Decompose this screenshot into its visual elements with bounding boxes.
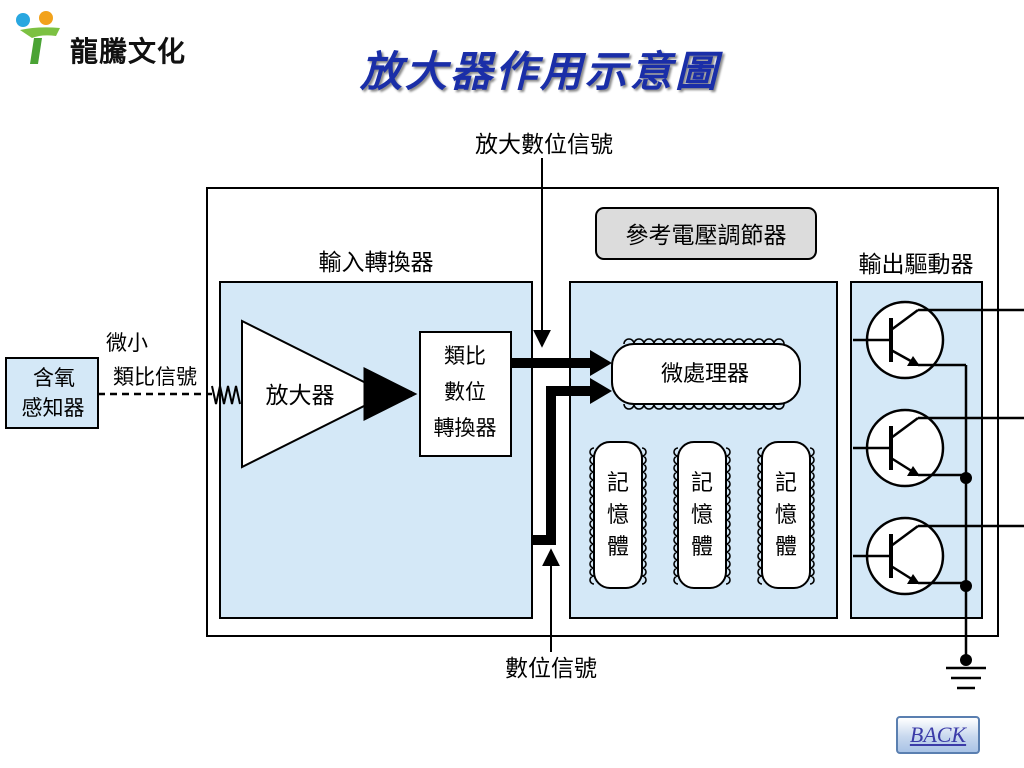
svg-text:憶: 憶 — [775, 503, 797, 528]
svg-text:憶: 憶 — [691, 503, 713, 528]
svg-text:體: 體 — [691, 535, 713, 560]
sensor-label-2: 感知器 — [22, 396, 85, 420]
sensor-label-1: 含氧 — [33, 366, 75, 390]
svg-text:體: 體 — [607, 535, 629, 560]
back-button[interactable]: BACK — [896, 716, 980, 754]
signal-squiggle — [211, 385, 241, 405]
memory-chip: 記 憶 體 — [673, 441, 731, 589]
input-converter-label: 輸入轉換器 — [319, 250, 434, 276]
small-signal-label-2: 類比信號 — [113, 365, 197, 389]
microprocessor-box — [611, 343, 801, 405]
svg-text:體: 體 — [775, 535, 797, 560]
logo-icon — [16, 11, 60, 64]
digital-bus-arrowhead — [590, 378, 612, 404]
adc-label-2: 數位 — [444, 380, 486, 404]
svg-text:記: 記 — [607, 471, 629, 496]
svg-text:記: 記 — [691, 471, 713, 496]
memory-chip: 記 憶 體 — [589, 441, 647, 589]
junction-dot — [960, 654, 972, 666]
output-driver-label: 輸出驅動器 — [859, 252, 974, 278]
junction-dot — [960, 472, 972, 484]
microprocessor-label: 微處理器 — [661, 362, 749, 387]
amplifier-label: 放大器 — [266, 383, 335, 409]
page-title: 放大器作用示意圖 — [359, 47, 720, 96]
voltage-regulator-label: 參考電壓調節器 — [626, 223, 787, 249]
ground-symbol — [946, 666, 986, 690]
brand-name: 龍騰文化 — [70, 35, 187, 68]
small-signal-label-1: 微小 — [106, 331, 148, 355]
transistor — [853, 300, 1024, 380]
amplifier-triangle — [241, 319, 391, 469]
transistor — [853, 516, 1024, 596]
top-signal-label: 放大數位信號 — [475, 132, 613, 158]
junction-dot — [960, 580, 972, 592]
back-button-label[interactable]: BACK — [909, 722, 967, 747]
adc-label-3: 轉換器 — [434, 416, 497, 440]
transistor — [853, 408, 1024, 488]
memory-chip: 記 憶 體 — [757, 441, 815, 589]
svg-text:憶: 憶 — [607, 503, 629, 528]
brand-logo: 龍騰文化 — [8, 8, 218, 68]
svg-text:記: 記 — [775, 471, 797, 496]
adc-label-1: 類比 — [444, 344, 486, 368]
voltage-regulator-box — [595, 207, 817, 260]
bottom-signal-label: 數位信號 — [505, 656, 597, 682]
adc-bus-arrowhead — [590, 350, 612, 376]
digital-bus — [532, 386, 592, 545]
adc-box — [419, 331, 512, 457]
